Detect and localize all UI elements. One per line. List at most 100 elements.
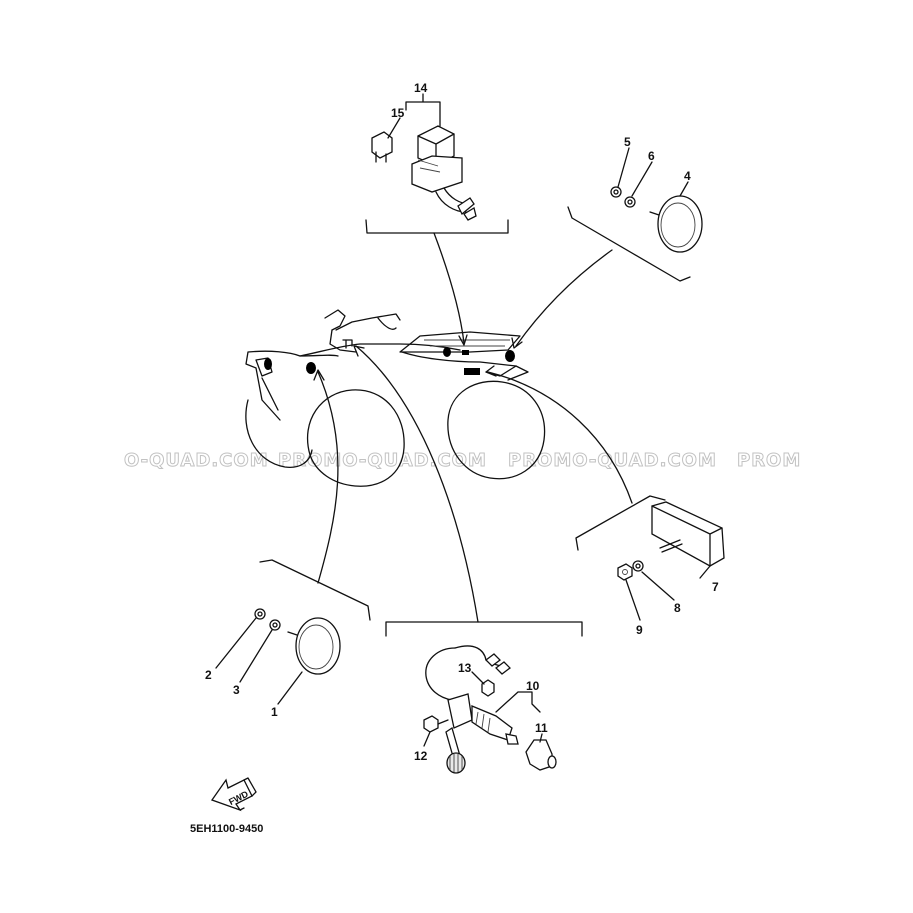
rear-fender: [245, 350, 339, 421]
nut-9-hole: [622, 569, 628, 575]
rear-wheel-outer: [245, 399, 313, 468]
reflector-4-lens: [660, 202, 696, 248]
watermark-text-1: O-QUAD.COM: [124, 450, 269, 471]
callout-3: 3: [233, 683, 240, 697]
bracket-switch: [385, 621, 583, 637]
callout-6: 6: [648, 149, 655, 163]
fwd-arrow-shape: [210, 778, 253, 812]
handlebar-bar: [335, 313, 401, 331]
leader-switch: [355, 345, 479, 623]
arrow-tail-lamp: [485, 365, 497, 377]
rear-strut: [261, 377, 279, 411]
fuse-body: [371, 131, 393, 159]
arrow-reflector-top: [511, 337, 523, 349]
arrow-relay: [458, 334, 468, 346]
reflector-bottom-group: [254, 608, 341, 675]
screw-12-head: [423, 715, 439, 733]
washer-2-hole: [257, 611, 263, 617]
tail-lamp-7-body: [651, 501, 725, 567]
callout-line-9: [625, 579, 641, 621]
watermark-text-2: PROMO-QUAD.COM: [278, 450, 487, 471]
arrow-reflector-bottom: [313, 369, 325, 381]
atv-outline: [245, 309, 546, 487]
leader-lines: [313, 232, 633, 623]
tail-lamp-group: [617, 501, 725, 581]
callout-line-10: [495, 691, 541, 713]
middle-wheel: [306, 389, 405, 487]
relay-part: [411, 125, 477, 221]
bracket-reflector-bottom: [259, 559, 371, 621]
front-reflector-mark: [505, 350, 515, 362]
nut-13: [481, 679, 495, 697]
connector-b: [495, 661, 511, 675]
callout-14: 14: [414, 81, 428, 95]
washer-5-hole: [613, 189, 619, 195]
leader-tail-lamp: [487, 371, 633, 504]
relay-base: [411, 155, 463, 193]
front-bumper: [507, 365, 529, 381]
relay-plug-1: [457, 197, 475, 216]
arrow-switch: [353, 345, 365, 357]
watermark: O-QUAD.COM PROMO-QUAD.COM PROMO-QUAD.COM…: [124, 450, 801, 472]
callout-line-7: [699, 565, 711, 579]
callout-10: 10: [526, 679, 540, 693]
front-rack-lines: [424, 339, 510, 347]
callout-15: 15: [391, 106, 405, 120]
callout-9: 9: [636, 623, 643, 637]
callout-line-5: [617, 147, 630, 188]
leader-reflector-top: [515, 249, 613, 347]
switch-harness-loop: [425, 647, 456, 701]
switch-10-knurl: [475, 711, 491, 733]
bulb-11-base: [547, 755, 557, 769]
callout-2: 2: [205, 668, 212, 682]
connector-a: [485, 653, 501, 667]
bracket-tail-lamp: [575, 495, 666, 551]
switch-10-tip: [505, 733, 519, 745]
switch-bracket: [447, 693, 473, 729]
front-wheel: [447, 380, 546, 480]
callout-line-12: [423, 731, 431, 747]
fwd-arrow-depth: [239, 777, 257, 811]
steering-stem: [329, 329, 357, 353]
switch-group: [423, 645, 557, 774]
front-nose: [401, 351, 517, 377]
body-top-line: [299, 343, 461, 357]
callout-4: 4: [684, 169, 691, 183]
callout-line-4: [679, 181, 689, 197]
relay-mark: [462, 350, 469, 355]
rear-lamp-mark: [264, 358, 272, 370]
bracket-relay: [365, 219, 509, 234]
front-fender: [399, 331, 521, 353]
callout-lines: [215, 93, 711, 747]
callout-line-15: [387, 117, 401, 139]
reflector-top-group: [610, 186, 703, 253]
diagram-code: 5EH1100-9450: [190, 823, 263, 835]
leader-reflector-bottom: [317, 371, 339, 584]
watermark-text-4: PROM: [737, 450, 801, 471]
lockwasher-6-hole: [627, 199, 633, 205]
tail-lamp-7-edges: [651, 505, 723, 567]
callout-line-2: [215, 617, 257, 669]
callout-7: 7: [712, 580, 719, 594]
switch-knob-knurl: [449, 754, 463, 772]
callout-1: 1: [271, 705, 278, 719]
front-lamp-mark-left: [443, 347, 451, 357]
fwd-arrow: FWD: [210, 777, 257, 812]
group-brackets: [259, 206, 691, 637]
handlebar-lever: [377, 317, 397, 330]
callout-12: 12: [414, 749, 428, 763]
relay-ribs: [417, 159, 441, 173]
switch-mark: [342, 339, 353, 349]
side-reflector-mark: [306, 362, 316, 374]
rear-lamp-bracket: [255, 357, 273, 377]
switch-knob: [446, 752, 466, 774]
reflector-1-lens: [298, 624, 334, 670]
relay-plug-2: [463, 206, 477, 221]
bracket-reflector-top: [567, 206, 691, 282]
callout-8: 8: [674, 601, 681, 615]
callout-13: 13: [458, 661, 472, 675]
washer-8-hole: [635, 563, 641, 569]
nut-9: [617, 563, 633, 581]
